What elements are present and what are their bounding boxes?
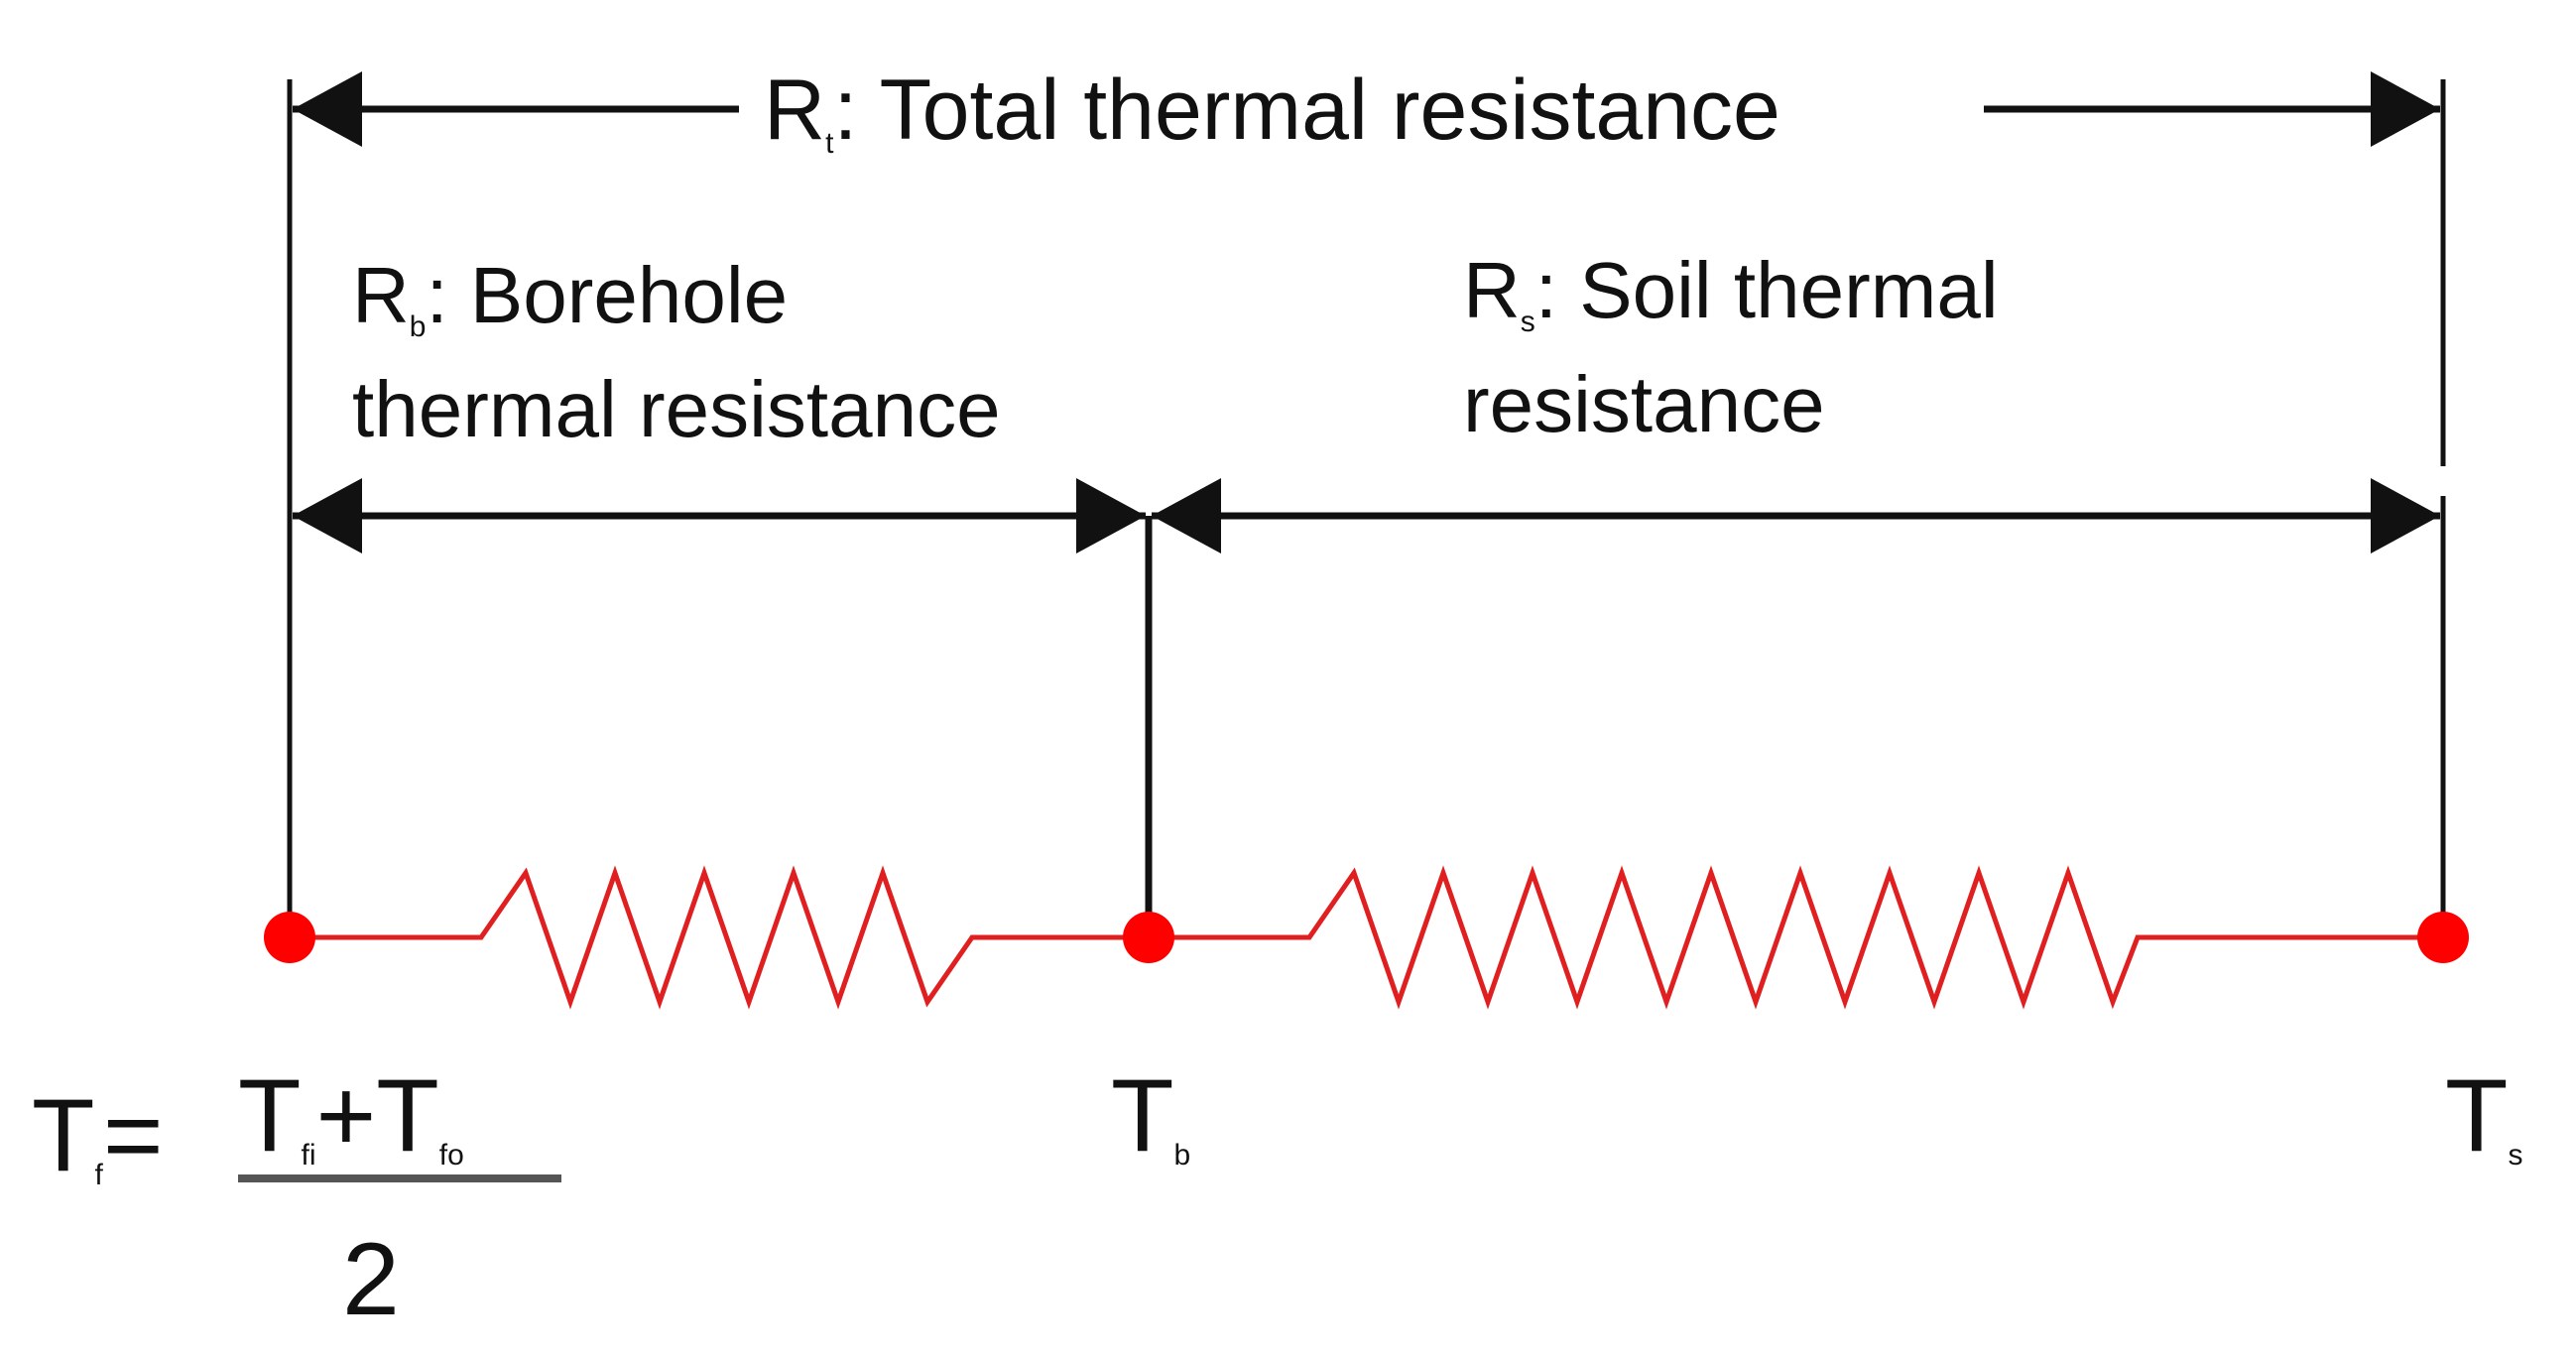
borehole-arrowhead-left [293, 478, 362, 554]
total-arrowhead-left [293, 71, 362, 147]
total-arrowhead-right [2371, 71, 2440, 147]
soil-resistance-arrow [1152, 478, 2440, 554]
borehole-resistance-label: Rb: Borehole [352, 251, 788, 343]
borehole-resistance-arrow [293, 478, 1146, 554]
soil-resistance-label: Rs: Soil thermal [1463, 246, 1999, 338]
borehole-wall-temperature-label: Tb [1111, 1058, 1190, 1173]
soil-resistance-label-line2: resistance [1463, 360, 1825, 448]
borehole-wall-node [1123, 912, 1174, 963]
fluid-temperature-denominator: 2 [342, 1222, 400, 1337]
borehole-arrowhead-right [1076, 478, 1146, 554]
total-resistance-label: Rt: Total thermal resistance [764, 62, 1780, 160]
soil-resistor [1149, 865, 2443, 1010]
soil-temperature-label: Ts [2445, 1058, 2523, 1173]
borehole-resistance-label-line2: thermal resistance [352, 365, 1001, 453]
soil-node [2417, 912, 2469, 963]
fluid-temperature-numerator: Tfi+Tfo [238, 1058, 464, 1173]
fluid-temperature-label: Tf= [32, 1078, 164, 1193]
soil-arrowhead-left [1152, 478, 1221, 554]
total-resistance-arrow [293, 71, 2440, 147]
soil-arrowhead-right [2371, 478, 2440, 554]
fluid-node [264, 912, 315, 963]
borehole-resistor [290, 865, 1149, 1010]
